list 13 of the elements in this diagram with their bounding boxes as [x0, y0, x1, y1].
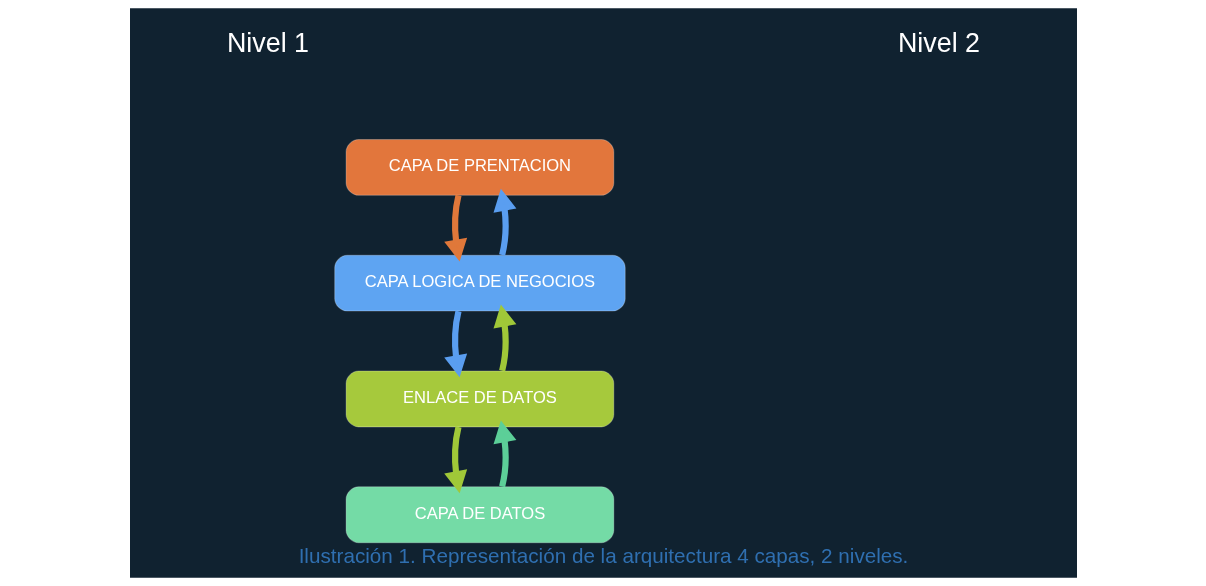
label: Nivel 1 [226, 28, 309, 59]
node-box: CAPA DE PRENTACION [345, 138, 614, 196]
arrow [493, 420, 516, 488]
node-box: CAPA LOGICA DE NEGOCIOS [333, 254, 626, 312]
label: Nivel 2 [897, 28, 980, 59]
node-box: ENLACE DE DATOS [345, 370, 614, 428]
arrow [443, 310, 467, 378]
arrow [443, 426, 467, 494]
arrow [443, 194, 467, 262]
node-box: CAPA DE DATOS [345, 486, 614, 544]
arrow [493, 304, 516, 372]
caption: Ilustración 1. Representación de la arquitectura 4 capas, 2 niveles. [298, 544, 908, 568]
arrow [493, 188, 516, 256]
